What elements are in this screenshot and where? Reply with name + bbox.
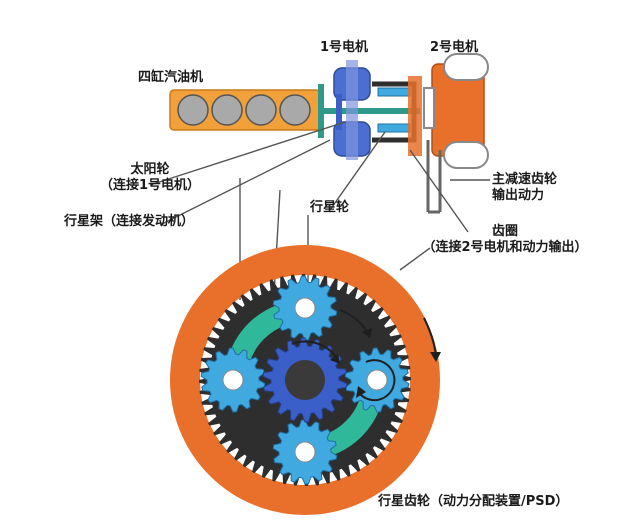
motor1-rotor xyxy=(346,60,358,160)
motor-1 xyxy=(333,60,371,160)
engine-cylinder xyxy=(245,94,277,126)
leader-sun-gear xyxy=(149,121,346,186)
planet-top xyxy=(377,87,411,97)
arrowhead xyxy=(362,328,372,338)
psd-caption: 行星齿轮（动力分配装置/PSD） xyxy=(378,494,569,509)
motor-2 xyxy=(423,53,489,169)
motor2-cap-top xyxy=(443,53,489,81)
final-drive-label-line2: 输出动力 xyxy=(492,188,545,203)
planet-carrier xyxy=(229,304,381,456)
arrowhead xyxy=(430,352,441,362)
ring-gear-label: 齿圈 （连接2号电机和动力输出） xyxy=(400,224,610,256)
sun-gear-label: 太阳轮 （连接1号电机） xyxy=(80,162,220,194)
arrowhead xyxy=(356,386,366,398)
planet-gear-pin xyxy=(366,369,388,391)
engine-cylinder xyxy=(211,94,243,126)
motor2-cap-bottom xyxy=(443,141,489,169)
arrowhead xyxy=(330,354,340,364)
ring-housing xyxy=(372,76,422,156)
final-drive-label-line1: 主减速齿轮 xyxy=(492,172,558,187)
ring-drum xyxy=(408,76,422,156)
planet-carrier-label: 行星架（连接发动机） xyxy=(64,214,195,229)
planet-rotation-arrow xyxy=(359,359,396,402)
motor1-sun-shaft xyxy=(336,94,342,130)
carrier-arc xyxy=(229,304,286,361)
ring-gear-label-line1: 齿圈 xyxy=(491,224,518,239)
planetary-gear-set xyxy=(170,245,441,515)
leader-planet-carrier xyxy=(159,139,331,226)
planet-gear-label: 行星轮 xyxy=(310,200,350,215)
ring-gear-label-line2: （连接2号电机和动力输出） xyxy=(422,240,588,255)
motor2-label: 2号电机 xyxy=(430,40,479,55)
final-drive-label: 主减速齿轮 输出动力 xyxy=(492,172,557,204)
rotation-arrows xyxy=(291,309,441,402)
sun-gear-hub xyxy=(285,360,325,400)
leader-ring-down xyxy=(399,247,431,271)
sun-gear xyxy=(262,337,348,423)
planet-gear-pin xyxy=(222,369,244,391)
engine-shaft xyxy=(318,84,420,138)
planet-gear-pin xyxy=(294,441,316,463)
carrier-arc xyxy=(324,399,381,456)
leader-planet-gear xyxy=(329,131,386,211)
sun-gear-label-line1: 太阳轮 xyxy=(130,162,170,177)
engine-cylinder xyxy=(177,94,209,126)
ring-gear-outer xyxy=(170,245,440,515)
input-shaft xyxy=(320,108,420,114)
engine-label: 四缸汽油机 xyxy=(138,70,204,85)
motor1-label: 1号电机 xyxy=(320,40,369,55)
motor2-coupler xyxy=(423,87,435,129)
sun-gear-label-line2: （连接1号电机） xyxy=(99,178,201,193)
planet-bottom xyxy=(377,123,411,133)
engine-cylinder xyxy=(279,94,311,126)
engine xyxy=(169,89,321,131)
planet-gear-pin xyxy=(294,297,316,319)
sun-rotation-arrow xyxy=(291,340,339,361)
leader-ring-gear xyxy=(409,149,469,233)
